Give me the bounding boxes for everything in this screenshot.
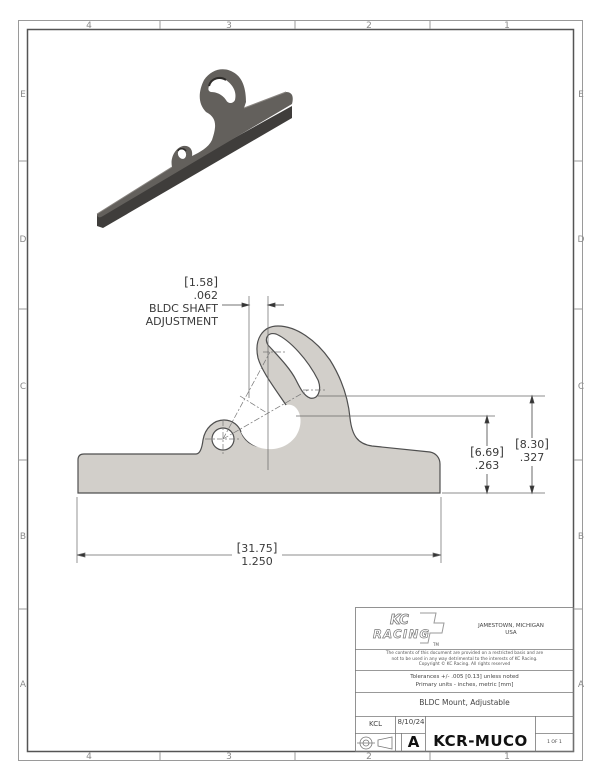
zone-row-e-left: E bbox=[20, 90, 26, 100]
zone-col-1-top: 1 bbox=[504, 21, 510, 31]
location-line-2: USA bbox=[505, 630, 517, 636]
drawing-title: BLDC Mount, Adjustable bbox=[419, 698, 510, 707]
shaft-adjustment-metric: [1.58] bbox=[184, 275, 218, 290]
drawing-date: 8/10/24 bbox=[397, 718, 425, 726]
part-outline bbox=[77, 325, 441, 494]
height-small-dimension: [6.69] .263 bbox=[467, 446, 507, 472]
confidentiality-line-1: The contents of this document are provid… bbox=[385, 651, 544, 656]
part-number: KCR-MUCO bbox=[433, 732, 528, 750]
zone-row-e-right: E bbox=[578, 90, 584, 100]
zone-row-b-right: B bbox=[577, 532, 585, 542]
sheet-number: 1 OF 1 bbox=[547, 740, 562, 745]
svg-text:KC: KC bbox=[390, 613, 409, 628]
zone-col-2-top: 2 bbox=[366, 21, 372, 31]
zone-row-d-left: D bbox=[19, 235, 27, 245]
kc-racing-logo: KC RACING TM bbox=[373, 612, 445, 647]
note-line-1: BLDC SHAFT bbox=[149, 302, 218, 315]
shaft-adjustment-note: BLDC SHAFT ADJUSTMENT bbox=[120, 302, 218, 328]
note-line-2: ADJUSTMENT bbox=[145, 315, 218, 328]
height-large-dimension: [8.30] .327 bbox=[512, 438, 552, 464]
overall-width-dimension: [31.75] 1.250 bbox=[232, 542, 282, 569]
inner-border bbox=[26, 28, 575, 753]
zone-row-a-right: A bbox=[577, 680, 585, 690]
zone-row-a-left: A bbox=[19, 680, 27, 690]
zone-col-3-bottom: 3 bbox=[226, 752, 232, 762]
overall-width-metric: 31.75 bbox=[241, 542, 273, 555]
outer-border bbox=[18, 20, 583, 761]
zone-dividers bbox=[18, 20, 583, 761]
zone-row-d-right: D bbox=[577, 235, 585, 245]
height-small-inch: .263 bbox=[474, 459, 500, 472]
title-block-frame bbox=[355, 607, 574, 752]
tolerances-block: Tolerances +/- .005 [0.13] unless noted … bbox=[356, 673, 573, 689]
zone-col-4-top: 4 bbox=[86, 21, 92, 31]
svg-text:TM: TM bbox=[432, 642, 439, 647]
zone-row-b-left: B bbox=[19, 532, 27, 542]
front-view bbox=[76, 296, 545, 563]
drawn-by: KCL bbox=[369, 720, 382, 728]
sheet-size: A bbox=[407, 733, 420, 751]
isometric-view bbox=[96, 69, 293, 228]
location-line-1: JAMESTOWN, MICHIGAN bbox=[478, 623, 544, 629]
shaft-adjustment-inch: .062 bbox=[193, 289, 219, 302]
units-text: Primary units - inches, metric [mm] bbox=[415, 682, 514, 688]
company-location: JAMESTOWN, MICHIGAN USA bbox=[450, 623, 572, 637]
svg-text:RACING: RACING bbox=[373, 627, 429, 641]
zone-col-2-bottom: 2 bbox=[366, 752, 372, 762]
confidentiality-notice: The contents of this document are provid… bbox=[356, 651, 573, 668]
confidentiality-line-2: not to be used in any way detrimental to… bbox=[391, 656, 538, 662]
height-large-metric: 8.30 bbox=[519, 438, 545, 451]
zone-col-1-bottom: 1 bbox=[504, 752, 510, 762]
tolerances-text: Tolerances +/- .005 [0.13] unless noted bbox=[410, 674, 519, 680]
third-angle-projection-icon bbox=[357, 736, 393, 750]
height-large-inch: .327 bbox=[519, 451, 545, 464]
confidentiality-line-3: Copyright © KC Racing. All rights reserv… bbox=[418, 662, 511, 668]
shaft-adjustment-dimension: [1.58] .062 bbox=[150, 275, 219, 303]
zone-col-3-top: 3 bbox=[226, 21, 232, 31]
height-small-metric: 6.69 bbox=[474, 446, 500, 459]
zone-row-c-left: C bbox=[19, 382, 27, 392]
adjustment-slot bbox=[265, 333, 321, 399]
overall-width-inch: 1.250 bbox=[241, 555, 273, 568]
zone-row-c-right: C bbox=[577, 382, 585, 392]
zone-col-4-bottom: 4 bbox=[86, 752, 92, 762]
